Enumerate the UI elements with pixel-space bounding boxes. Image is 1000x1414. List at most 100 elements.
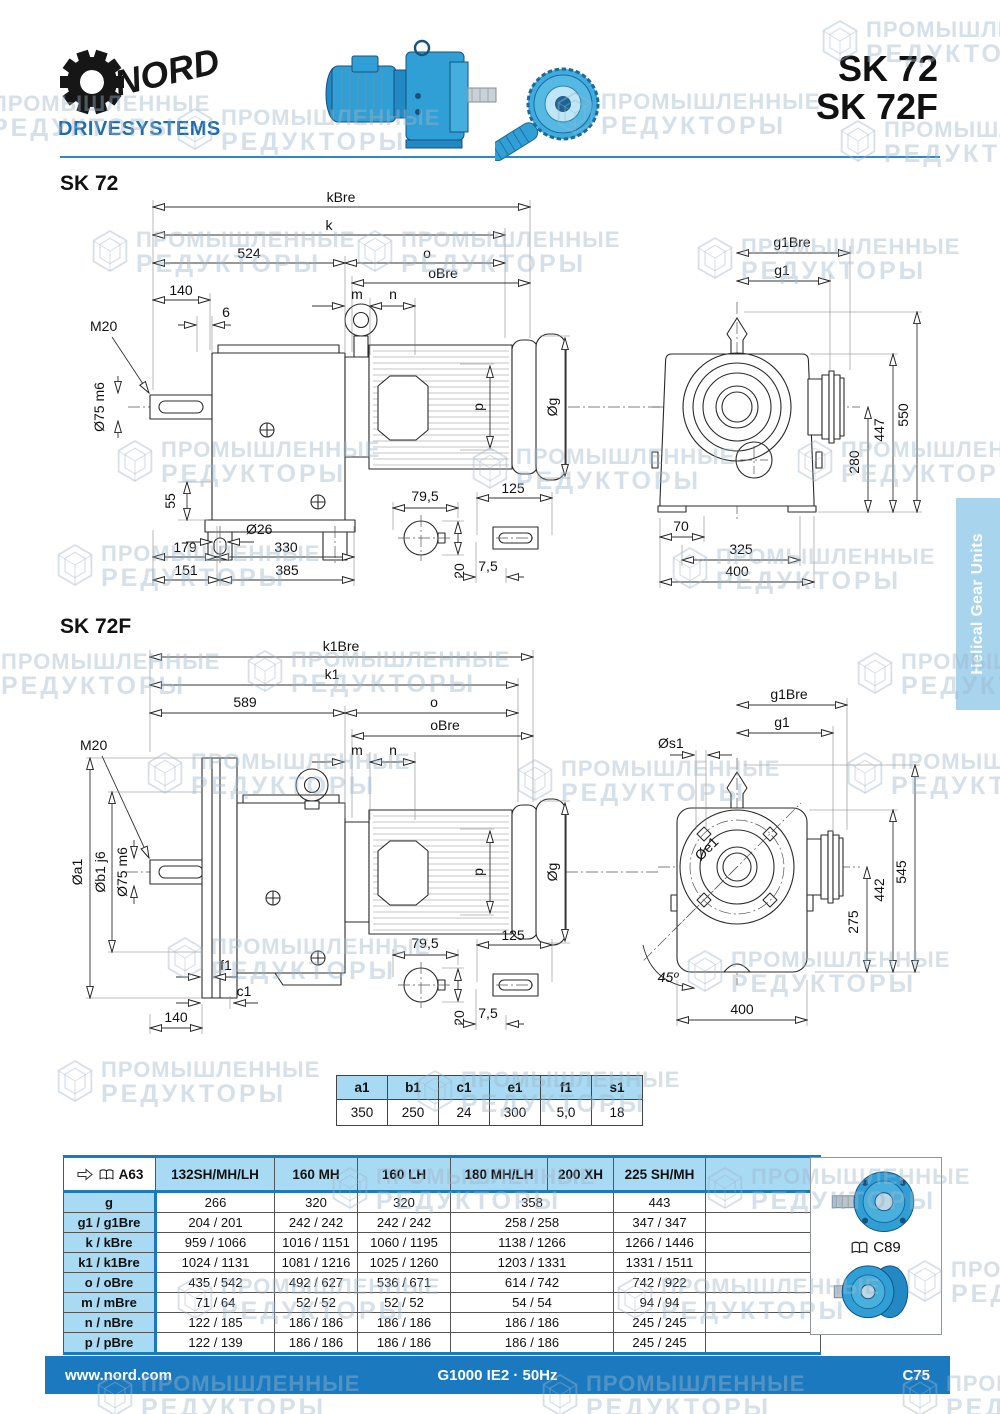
flange-gearbox-photo-2 bbox=[833, 1265, 909, 1319]
value-cell: 245 / 245 bbox=[613, 1332, 706, 1354]
sk72-shaft-detail: 79,5 20 125 7,5 bbox=[393, 480, 552, 583]
row-label: g1 / g1Bre bbox=[63, 1212, 157, 1233]
table-row: k / kBre 959 / 1066 1016 / 1151 1060 / 1… bbox=[63, 1232, 821, 1253]
dim-label: 400 bbox=[725, 563, 749, 579]
dim-label: 280 bbox=[846, 450, 862, 474]
dim-label: Øs1 bbox=[658, 735, 684, 751]
dim-label: 70 bbox=[673, 518, 689, 534]
value-cell: 258 / 258 bbox=[450, 1212, 614, 1233]
value-cell: 347 / 347 bbox=[613, 1212, 706, 1233]
dim-label: k1 bbox=[325, 666, 340, 682]
column-header: b1 bbox=[387, 1075, 439, 1100]
dim-label: 447 bbox=[871, 418, 887, 442]
dim-label: Øg bbox=[544, 398, 560, 417]
value-cell: 245 / 245 bbox=[613, 1312, 706, 1333]
dim-label: 325 bbox=[729, 541, 753, 557]
gear-icon bbox=[60, 49, 124, 115]
value-cell: 320 bbox=[274, 1191, 358, 1213]
page-title: SK 72 SK 72F bbox=[816, 49, 938, 126]
value-cell: 52 / 52 bbox=[274, 1292, 358, 1313]
sk72-drawing: kBre k 524 o oBre 140 6 m n M20 bbox=[90, 190, 922, 588]
dim-label: 140 bbox=[164, 1009, 188, 1025]
reference-label: C89 bbox=[873, 1239, 901, 1257]
footer-page-number: C75 bbox=[902, 1366, 930, 1384]
dim-label: 589 bbox=[233, 694, 257, 710]
dim-label: 55 bbox=[162, 493, 178, 509]
row-label: m / mBre bbox=[63, 1292, 157, 1313]
dim-label: f1 bbox=[220, 957, 232, 973]
value-cell: 186 / 186 bbox=[450, 1312, 614, 1333]
column-header: 160 LH bbox=[357, 1156, 451, 1193]
dim-label: 20 bbox=[451, 1010, 467, 1026]
value-cell: 1331 / 1511 bbox=[613, 1252, 706, 1273]
dim-label: n bbox=[389, 286, 397, 302]
sk72-side-view: kBre k 524 o oBre 140 6 m n M20 bbox=[90, 190, 660, 586]
column-header: 132SH/MH/LH bbox=[155, 1156, 275, 1193]
table-row: 350 250 24 300 5,0 18 bbox=[336, 1099, 643, 1126]
row-label: o / oBre bbox=[63, 1272, 157, 1293]
column-header: 225 SH/MH bbox=[613, 1156, 706, 1193]
value-cell: 5,0 bbox=[540, 1099, 592, 1126]
value-cell: 1081 / 1216 bbox=[274, 1252, 358, 1273]
value-cell: 204 / 201 bbox=[155, 1212, 275, 1233]
dim-label: 125 bbox=[501, 927, 525, 943]
sk72f-section-title: SK 72F bbox=[60, 615, 132, 638]
value-cell-empty bbox=[705, 1212, 821, 1233]
reference-cell: A63 bbox=[63, 1156, 156, 1193]
value-cell: 24 bbox=[438, 1099, 490, 1126]
row-label: g bbox=[63, 1191, 157, 1213]
dim-label: 125 bbox=[501, 480, 525, 496]
value-cell: 1016 / 1151 bbox=[274, 1232, 358, 1253]
column-header: a1 bbox=[336, 1075, 388, 1100]
arrow-right-icon bbox=[77, 1167, 93, 1181]
row-label: k / kBre bbox=[63, 1232, 157, 1253]
value-cell: 250 bbox=[387, 1099, 439, 1126]
value-cell: 1138 / 1266 bbox=[450, 1232, 614, 1253]
dim-label: g1Bre bbox=[770, 686, 808, 702]
dim-label: g1 bbox=[774, 262, 790, 278]
value-cell: 122 / 185 bbox=[155, 1312, 275, 1333]
motor-dimension-table: A63 132SH/MH/LH 160 MH 160 LH 180 MH/LH … bbox=[63, 1155, 821, 1355]
value-cell: 242 / 242 bbox=[357, 1212, 451, 1233]
gear-pair-photo bbox=[495, 67, 600, 162]
catalog-reference: C89 bbox=[851, 1239, 901, 1256]
value-cell: 614 / 742 bbox=[450, 1272, 614, 1293]
dim-label: m bbox=[351, 286, 363, 302]
dim-label: 7,5 bbox=[478, 1005, 498, 1021]
dim-label: g1Bre bbox=[773, 234, 811, 250]
dim-label: p bbox=[470, 868, 486, 876]
dim-label: 400 bbox=[730, 1001, 754, 1017]
column-header: 180 MH/LH bbox=[450, 1156, 548, 1193]
sk72f-side-view: k1Bre k1 589 o oBre m n M20 Øa1 Øb bbox=[69, 640, 660, 1034]
dim-label: oBre bbox=[428, 265, 458, 281]
value-cell-empty bbox=[705, 1292, 821, 1313]
value-cell: 959 / 1066 bbox=[155, 1232, 275, 1253]
dim-label: 442 bbox=[871, 878, 887, 902]
dim-label: 275 bbox=[845, 910, 861, 934]
dim-label: M20 bbox=[80, 737, 107, 753]
table-header-row: a1 b1 c1 e1 f1 s1 bbox=[336, 1075, 643, 1100]
sk72f-end-view: Øe1 g1Bre g1 Øs1 545 442 275 45º bbox=[642, 686, 920, 1026]
dim-label: 524 bbox=[237, 245, 261, 261]
dim-label: o bbox=[423, 245, 431, 261]
table-row: m / mBre 71 / 64 52 / 52 52 / 52 54 / 54… bbox=[63, 1292, 821, 1313]
value-cell: 186 / 186 bbox=[357, 1312, 451, 1333]
book-icon bbox=[99, 1168, 114, 1181]
sk72f-shaft-detail: 79,5 20 125 7,5 bbox=[393, 927, 552, 1030]
dim-label: Øg bbox=[544, 863, 560, 882]
section-tab-helical-gear-units: Helical Gear Units bbox=[956, 498, 1000, 710]
table-header-row: A63 132SH/MH/LH 160 MH 160 LH 180 MH/LH … bbox=[63, 1156, 821, 1193]
gearmotor-photo bbox=[325, 39, 497, 149]
table-row: g 266 320 320 358 443 bbox=[63, 1191, 821, 1213]
value-cell: 742 / 922 bbox=[613, 1272, 706, 1293]
book-icon bbox=[851, 1240, 868, 1255]
reference-label: A63 bbox=[118, 1166, 144, 1182]
value-cell: 71 / 64 bbox=[155, 1292, 275, 1313]
column-header: 160 MH bbox=[274, 1156, 358, 1193]
table-row: g1 / g1Bre 204 / 201 242 / 242 242 / 242… bbox=[63, 1212, 821, 1233]
value-cell: 536 / 671 bbox=[357, 1272, 451, 1293]
sk72-section-title: SK 72 bbox=[60, 172, 119, 195]
dim-label: kBre bbox=[327, 190, 356, 205]
value-cell: 320 bbox=[357, 1191, 451, 1213]
value-cell: 186 / 186 bbox=[274, 1312, 358, 1333]
